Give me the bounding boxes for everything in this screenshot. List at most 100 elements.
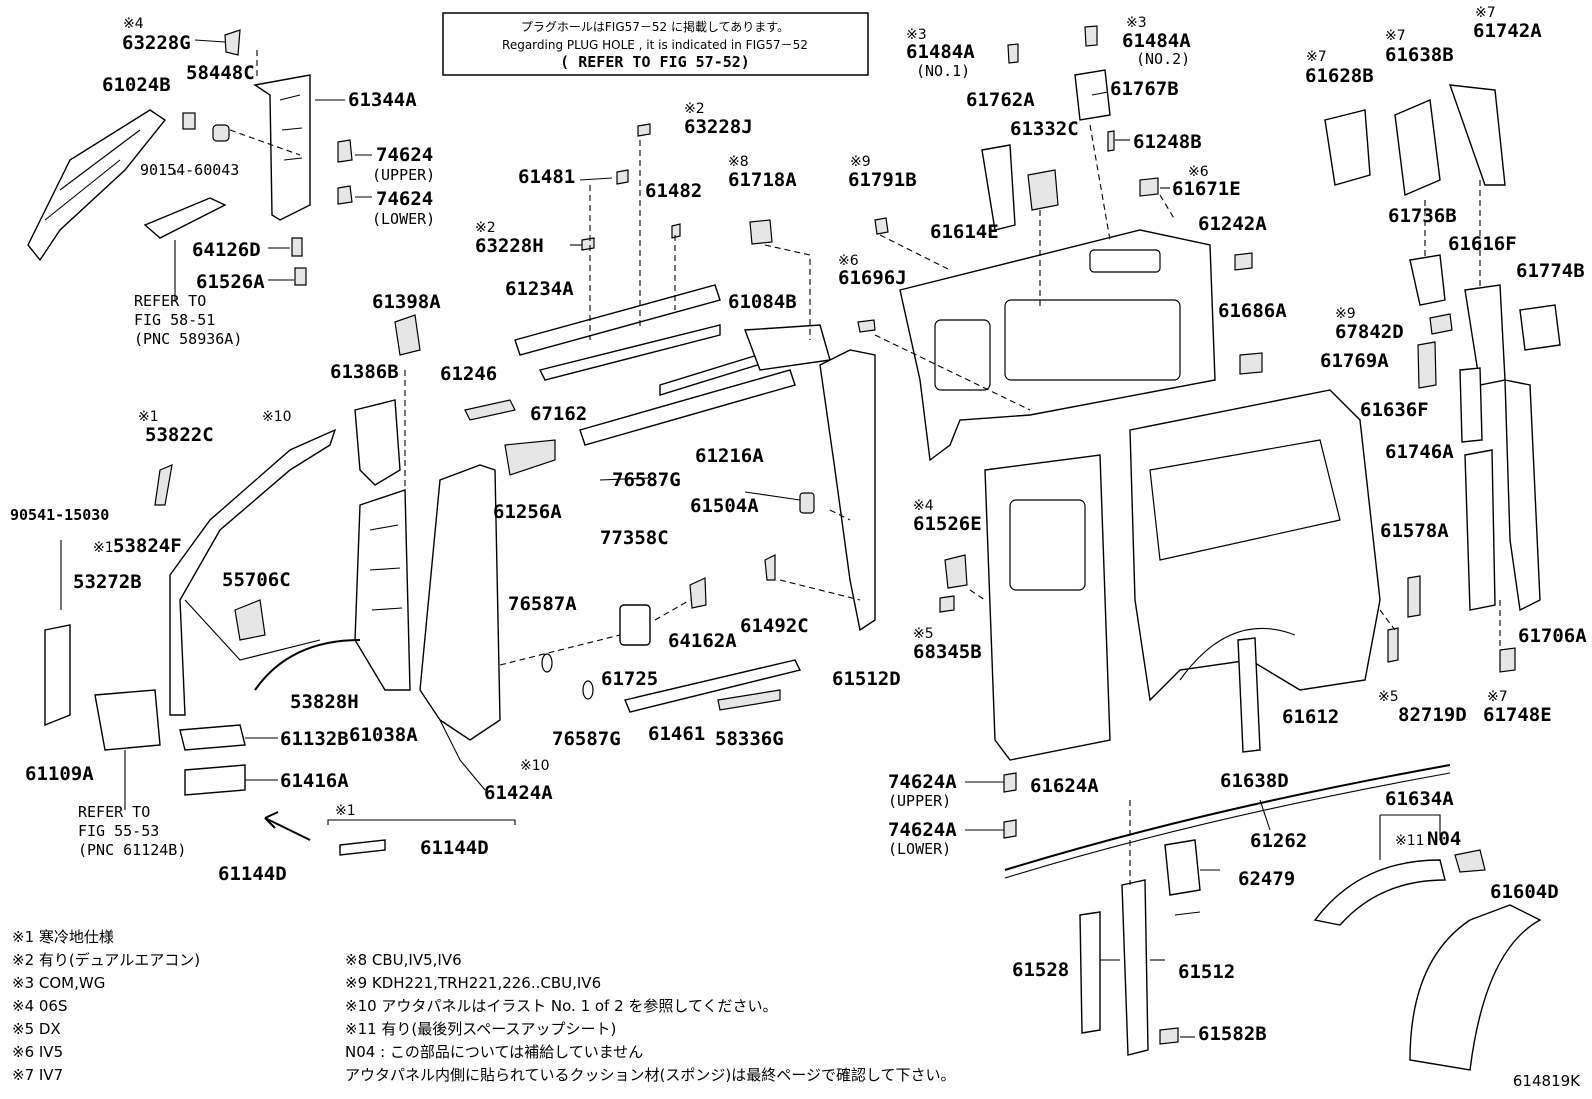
part-label: 63228H	[475, 235, 544, 257]
part-label: 55706C	[222, 569, 291, 591]
part-label: 61344A	[348, 89, 417, 111]
part-label: 61725	[601, 668, 658, 690]
part-label: 61616F	[1448, 233, 1517, 255]
part-label: 68345B	[913, 641, 982, 663]
mark: ※11	[1395, 833, 1425, 849]
part-label: 61024B	[102, 74, 171, 96]
part-61746a	[1464, 449, 1496, 611]
part-label: 61736B	[1388, 205, 1457, 227]
part-label: 67842D	[1335, 321, 1404, 343]
mark: ※8	[728, 154, 749, 170]
part-label: 61242A	[1198, 213, 1267, 235]
part-61706a	[1504, 379, 1541, 612]
footnotes-left: ※1 寒冷地仕様 ※2 有り(デュアルエアコン) ※3 COM,WG ※4 06…	[12, 928, 200, 1084]
footnote: ※2 有り(デュアルエアコン)	[12, 951, 200, 969]
footnote: ※3 COM,WG	[12, 974, 105, 992]
mark: ※3	[906, 27, 927, 43]
sub-label: (UPPER)	[372, 166, 435, 184]
part-label: 61512	[1178, 961, 1235, 983]
part-label: 61628B	[1305, 65, 1374, 87]
refer-text: (PNC 58936A)	[134, 330, 242, 348]
part-61774b	[1519, 304, 1561, 351]
footnotes-right: ※8 CBU,IV5,IV6 ※9 KDH221,TRH221,226..CBU…	[345, 951, 956, 1084]
footnote: ※8 CBU,IV5,IV6	[345, 951, 462, 969]
info-line-2: Regarding PLUG HOLE , it is indicated in…	[502, 38, 808, 52]
refer-text: REFER TO	[78, 803, 150, 821]
part-label: 61482	[645, 180, 702, 202]
mark: ※10	[262, 409, 292, 425]
part-label: 61332C	[1010, 118, 1079, 140]
part-label: 62479	[1238, 868, 1295, 890]
part-label: 53824F	[113, 535, 182, 557]
part-label: 74624A	[888, 819, 957, 841]
part-label: 61132B	[280, 728, 349, 750]
part-label: 61109A	[25, 763, 94, 785]
part-label: 61461	[648, 723, 705, 745]
part-label: 61636F	[1360, 399, 1429, 421]
sub-label: (LOWER)	[372, 210, 435, 228]
part-label: 61504A	[690, 495, 759, 517]
part-label: 53822C	[145, 424, 214, 446]
part-label: 63228J	[684, 116, 753, 138]
part-label: 74624	[376, 144, 433, 166]
part-label: 61696J	[838, 267, 907, 289]
part-label: 76587G	[552, 728, 621, 750]
part-label: 64126D	[192, 239, 261, 261]
refer-text: (PNC 61124B)	[78, 841, 186, 859]
mark: ※6	[1188, 164, 1209, 180]
part-label: 58448C	[186, 62, 255, 84]
part-label: N04	[1427, 828, 1461, 850]
part-61762a	[981, 144, 1016, 231]
part-illustrations	[27, 25, 1561, 1071]
mark: ※1	[335, 803, 356, 819]
part-61216a	[579, 369, 796, 446]
part-label: 61526A	[196, 271, 265, 293]
part-refer-58936a	[143, 197, 227, 239]
part-label: 61578A	[1380, 520, 1449, 542]
mark: ※4	[123, 16, 144, 32]
part-label: 61526E	[913, 513, 982, 535]
part-label: 61634A	[1385, 788, 1454, 810]
part-61638b	[1394, 98, 1441, 197]
figure-code: 614819K	[1513, 1072, 1581, 1090]
footnote: ※6 IV5	[12, 1043, 63, 1061]
part-label: 61234A	[505, 278, 574, 300]
part-label: 61624A	[1030, 775, 1099, 797]
footnote: アウタパネル内側に貼られているクッション材(スポンジ)は最終ページで確認して下さ…	[345, 1066, 956, 1084]
part-label: 63228G	[122, 32, 191, 54]
part-61604d	[1409, 904, 1542, 1071]
part-61742a	[1448, 84, 1506, 186]
mark: ※10	[520, 758, 550, 774]
mark: ※2	[475, 220, 496, 236]
part-61512	[1121, 879, 1149, 1056]
refer-text: FIG 58-51	[134, 311, 215, 329]
footnote: N04 : この部品については補給していません	[345, 1043, 643, 1061]
mark: ※5	[913, 626, 934, 642]
part-label: 61512D	[832, 668, 901, 690]
part-label: 61767B	[1110, 78, 1179, 100]
part-label: 61748E	[1483, 704, 1552, 726]
part-label: 61216A	[695, 445, 764, 467]
part-label: 61614E	[930, 221, 999, 243]
part-61461	[624, 659, 802, 713]
part-label: 61248B	[1133, 131, 1202, 153]
part-label: 53828H	[290, 691, 359, 713]
part-label: 61144D	[218, 863, 287, 885]
part-label: 58336G	[715, 728, 784, 750]
part-61424a	[419, 464, 501, 741]
mark: ※2	[684, 101, 705, 117]
part-label: 61718A	[728, 169, 797, 191]
part-61109a	[44, 624, 71, 727]
part-label: 67162	[530, 403, 587, 425]
part-label: 61492C	[740, 615, 809, 637]
part-label: 61484A	[1122, 30, 1191, 52]
part-label: 61774B	[1516, 260, 1585, 282]
mark: ※9	[850, 154, 871, 170]
footnote: ※10 アウタパネルはイラスト No. 1 of 2 を参照してください。	[345, 997, 778, 1015]
part-label: 76587G	[612, 469, 681, 491]
part-label: 61246	[440, 363, 497, 385]
part-label: 61144D	[420, 837, 489, 859]
mark: ※6	[838, 253, 859, 269]
part-label: 61481	[518, 166, 575, 188]
part-label: 82719D	[1398, 704, 1467, 726]
